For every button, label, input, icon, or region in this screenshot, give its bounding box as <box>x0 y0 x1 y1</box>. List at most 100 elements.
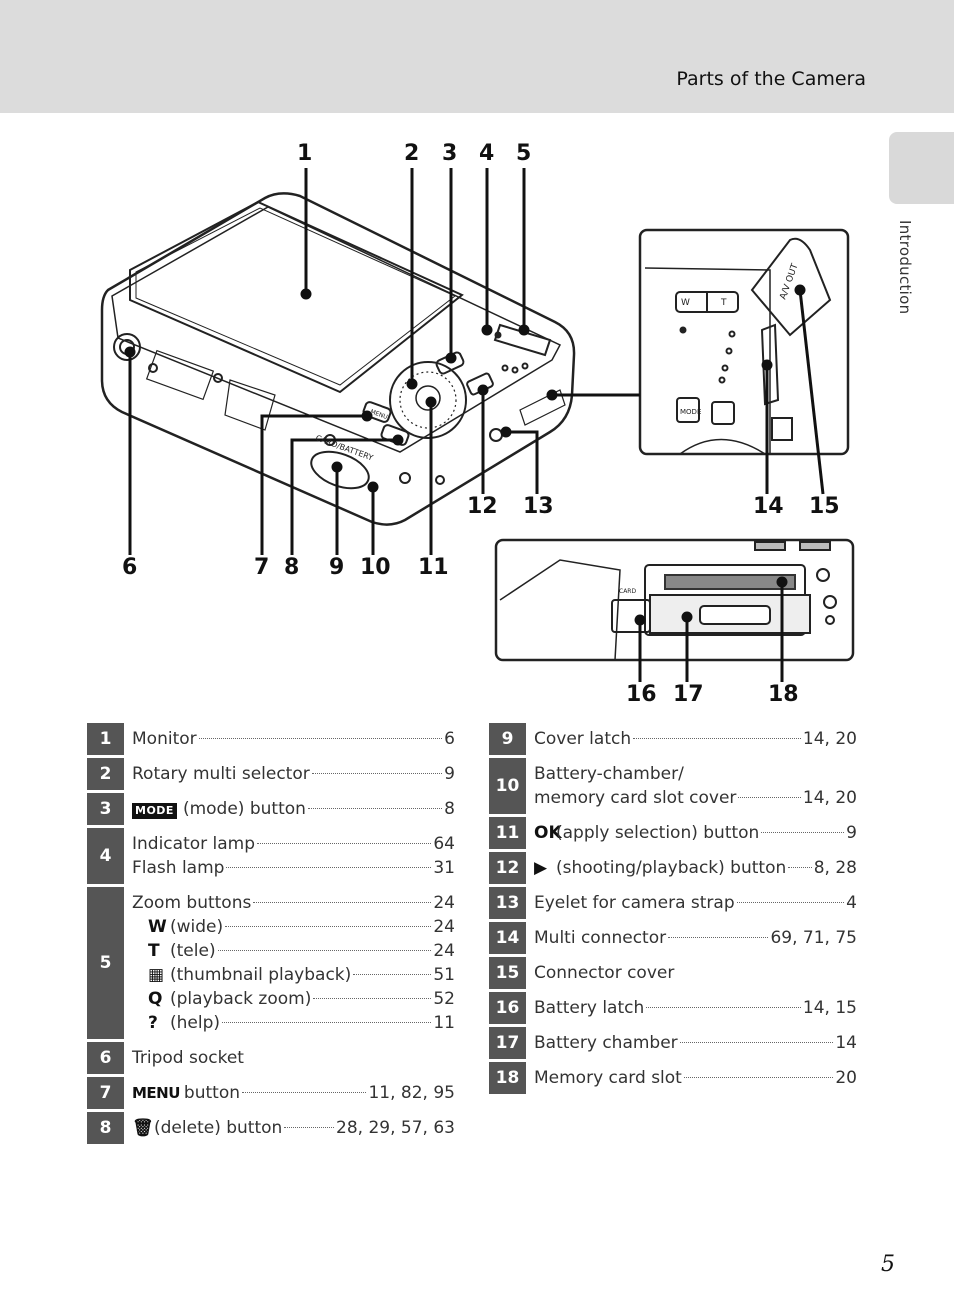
part-number: 11 <box>489 817 526 849</box>
page-reference: 11, 82, 95 <box>368 1083 455 1103</box>
leader-dots <box>683 1077 834 1078</box>
table-row: 1 Monitor 6 <box>87 723 455 755</box>
connector-detail <box>638 228 850 456</box>
table-row: 11 OK (apply selection) button 9 <box>489 817 857 849</box>
callout-11: 11 <box>418 555 449 580</box>
page-reference: 20 <box>835 1068 857 1088</box>
part-line: Battery-chamber/ <box>534 762 857 786</box>
part-label: Multi connector <box>534 928 667 948</box>
part-label: Zoom buttons <box>132 893 252 913</box>
part-label: Monitor <box>132 729 197 749</box>
callout-9: 9 <box>329 555 345 580</box>
part-label: (thumbnail playback) <box>170 965 352 985</box>
part-line: OK (apply selection) button 9 <box>534 821 857 845</box>
part-number: 16 <box>489 992 526 1024</box>
part-line: ?(help)11 <box>132 1011 455 1035</box>
part-label: Memory card slot <box>534 1068 682 1088</box>
leader-dots <box>226 867 432 868</box>
part-label: Battery-chamber/ <box>534 764 684 784</box>
camera-back-view <box>100 192 576 526</box>
leader-lines <box>124 168 825 682</box>
leader-dots <box>668 937 769 938</box>
section-label: Introduction <box>896 220 914 315</box>
part-line: W(wide) 24 <box>132 915 455 939</box>
part-icon: ▶ <box>534 858 548 878</box>
part-number: 7 <box>87 1077 124 1109</box>
leader-dots <box>313 998 432 999</box>
part-number: 6 <box>87 1042 124 1074</box>
part-description: Monitor 6 <box>124 723 455 755</box>
part-label: (wide) <box>170 917 224 937</box>
part-number: 13 <box>489 887 526 919</box>
part-label: button <box>183 1083 240 1103</box>
part-number: 14 <box>489 922 526 954</box>
page-reference: 24 <box>433 917 455 937</box>
part-icon: OK <box>534 823 562 843</box>
part-description: Memory card slot 20 <box>526 1062 857 1094</box>
part-label: (shooting/playback) button <box>556 858 787 878</box>
leader-dots <box>307 808 443 809</box>
page-reference: 31 <box>433 858 455 878</box>
page-reference: 69, 71, 75 <box>770 928 857 948</box>
table-row: 17 Battery chamber 14 <box>489 1027 857 1059</box>
leader-dots <box>284 1127 335 1128</box>
part-label: Tripod socket <box>132 1048 244 1068</box>
part-line: Battery chamber 14 <box>534 1031 857 1055</box>
leader-dots <box>738 797 801 798</box>
part-icon: W <box>148 917 167 937</box>
part-icon: MENU <box>132 1084 180 1102</box>
part-label: (apply selection) button <box>556 823 760 843</box>
callout-3: 3 <box>442 141 458 166</box>
part-label: (playback zoom) <box>170 989 312 1009</box>
part-number: 5 <box>87 887 124 1039</box>
part-icon: ? <box>148 1013 158 1033</box>
section-tab <box>889 132 954 204</box>
card-label: CARD <box>619 588 636 595</box>
callout-7: 7 <box>254 555 270 580</box>
page-reference: 9 <box>846 823 857 843</box>
part-number: 4 <box>87 828 124 884</box>
page-reference: 6 <box>444 729 455 749</box>
part-number: 1 <box>87 723 124 755</box>
leader-dots <box>736 902 845 903</box>
part-description: Multi connector 69, 71, 75 <box>526 922 857 954</box>
callout-4: 4 <box>479 141 495 166</box>
part-description: Connector cover <box>526 957 857 989</box>
part-line: Monitor 6 <box>132 727 455 751</box>
part-label: Battery chamber <box>534 1033 678 1053</box>
page-reference: 14, 20 <box>802 729 857 749</box>
page-reference: 8 <box>444 799 455 819</box>
part-label: Eyelet for camera strap <box>534 893 735 913</box>
callout-12: 12 <box>467 494 498 519</box>
part-label: Battery latch <box>534 998 645 1018</box>
callout-1: 1 <box>297 141 313 166</box>
callout-8: 8 <box>284 555 300 580</box>
callout-17: 17 <box>673 682 704 707</box>
table-row: 7 MENU button 11, 82, 95 <box>87 1077 455 1109</box>
part-line: ▦(thumbnail playback)51 <box>132 963 455 987</box>
page-reference: 14 <box>835 1033 857 1053</box>
part-icon: 🗑 <box>132 1118 154 1138</box>
leader-dots <box>788 867 812 868</box>
callout-18: 18 <box>768 682 799 707</box>
page-title: Parts of the Camera <box>676 68 866 90</box>
part-number: 17 <box>489 1027 526 1059</box>
